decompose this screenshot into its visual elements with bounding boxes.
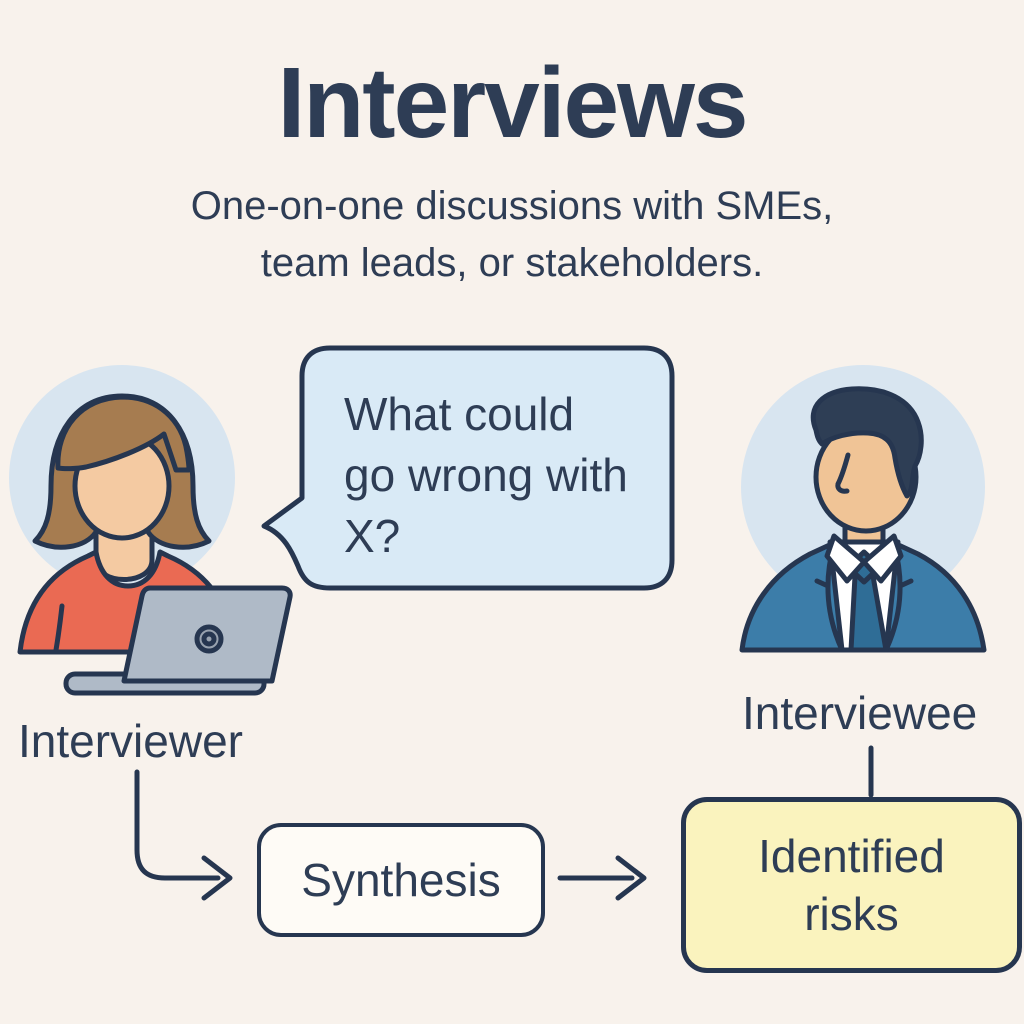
page-title: Interviews <box>277 47 748 159</box>
interviewer-label: Interviewer <box>18 715 243 767</box>
subtitle-line-2: team leads, or stakeholders. <box>260 241 764 285</box>
interviewee-collar-left <box>824 533 867 584</box>
interviewee-label: Interviewee <box>742 687 978 739</box>
speech-bubble-line-3: X? <box>344 510 401 562</box>
speech-bubble-text: What could go wrong with X? <box>344 384 664 567</box>
interviewee-collar-right <box>861 533 904 584</box>
interviewer-figure <box>9 365 293 696</box>
speech-bubble-line-1: What could <box>344 388 575 440</box>
interviewee-figure <box>739 365 987 653</box>
speech-bubble-line-2: go wrong with <box>344 449 628 501</box>
synthesis-box: Synthesis <box>257 823 545 937</box>
flow-connectors <box>134 745 874 901</box>
interviewee-nose <box>835 452 851 494</box>
page-subtitle: One-on-one discussions with SMEs, team l… <box>0 178 1024 292</box>
synthesis-label: Synthesis <box>301 854 501 906</box>
interviewer-shirt-fold <box>53 603 65 653</box>
identified-risks-line-2: risks <box>804 888 899 940</box>
laptop-logo-dot <box>201 631 217 647</box>
subtitle-line-1: One-on-one discussions with SMEs, <box>190 184 834 228</box>
interviewer-to-synthesis-connector <box>134 769 221 881</box>
identified-risks-line-1: Identified <box>758 830 945 882</box>
speech-bubble-icon <box>261 345 675 591</box>
identified-risks-box: Identified risks <box>681 797 1022 973</box>
arrowhead-right-icon <box>615 855 647 901</box>
laptop-icon <box>63 585 293 696</box>
interviewee-hair <box>810 386 924 499</box>
arrowhead-right-icon <box>201 855 233 901</box>
interviewer-hair-bangs <box>55 394 192 473</box>
identified-risks-label: Identified risks <box>758 827 945 943</box>
